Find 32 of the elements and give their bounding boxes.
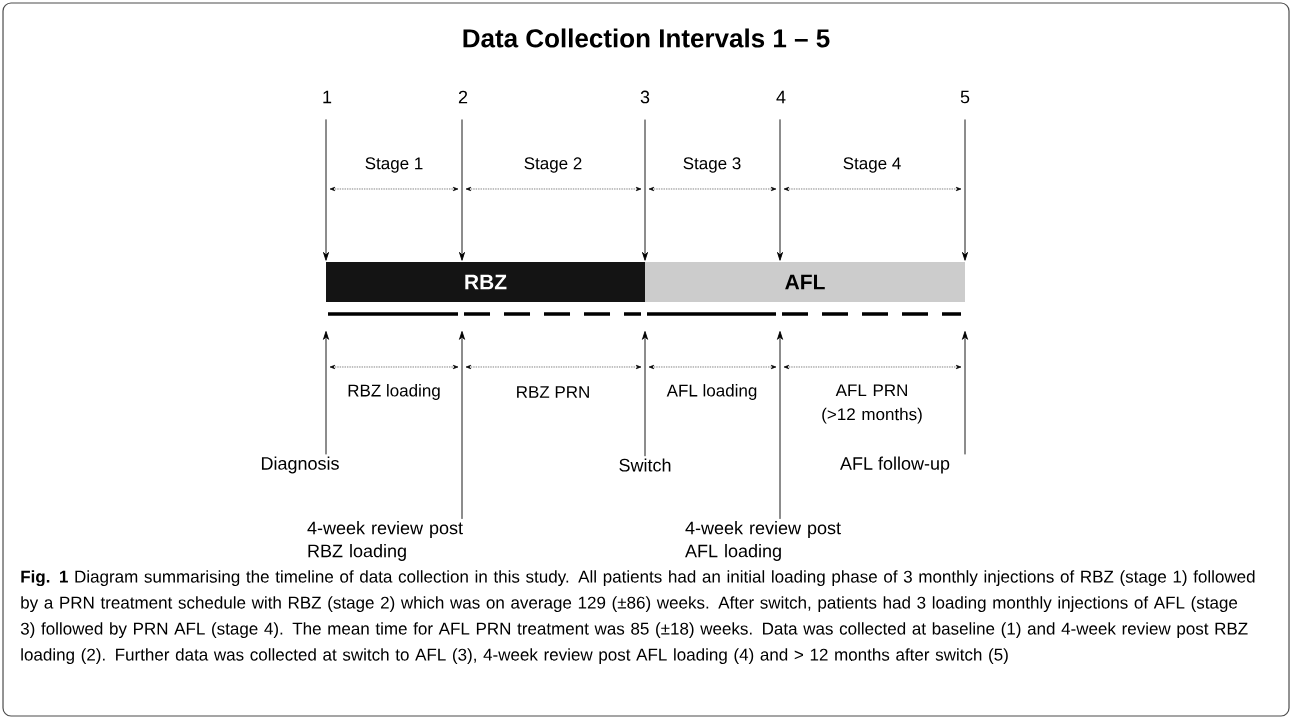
interval-number: 4 (776, 90, 786, 104)
event-label: AFL follow-up (840, 456, 950, 474)
phase-label: AFL loading (666, 384, 757, 400)
arrow (459, 331, 465, 520)
arrow (642, 251, 648, 261)
arrow (777, 251, 783, 261)
title: Data Collection Intervals 1 – 5 (463, 28, 830, 48)
interval-number: 1 (323, 90, 332, 104)
event-label: 4-week review post AFL loading (685, 521, 841, 561)
arrow (962, 251, 968, 261)
event-label: Diagnosis (261, 456, 339, 474)
phase-label: Stage 2 (524, 157, 582, 173)
arrow (962, 331, 968, 455)
phase-label: RBZ PRN (517, 386, 589, 398)
bar-segment: RBZ (326, 262, 645, 302)
arrow (777, 331, 783, 520)
event-label: Switch (619, 458, 671, 472)
caption: Fig. 1 Diagram summarising the timeline of data collection in this study. All patients had an initial loading phase of 3 monthly injections of RBZ (stage 1) followed by a PRN treatment schedule with RBZ (stage 2) which was on average 129 (±86) weeks. After switch, patients had 3 loading monthly injections of AFL (stage 3) followed by PRN AFL (stage 4). The mean time for AFL PRN treatment was 85 (±18) weeks. Data was collected at baseline (1) and 4-week review post RBZ loading (2). Further data was collected at switch to AFL (3), 4-week review post AFL loading (4) and > 12 months after switch (5) (20, 570, 1255, 665)
bar-segment: AFL (645, 262, 965, 302)
event-label: 4-week review post RBZ loading (307, 521, 463, 561)
phase-label: Stage 4 (843, 157, 901, 173)
arrow (459, 251, 465, 261)
arrow (642, 331, 648, 457)
arrow (323, 251, 329, 261)
phase-label: Stage 3 (683, 157, 741, 173)
arrow (323, 331, 329, 455)
interval-number: 2 (458, 90, 468, 104)
phase-label: RBZ loading (348, 384, 440, 400)
phase-label: AFL PRN (>12 months) (822, 384, 922, 424)
interval-number: 5 (960, 90, 970, 104)
interval-number: 3 (640, 90, 650, 104)
phase-label: Stage 1 (365, 157, 423, 173)
